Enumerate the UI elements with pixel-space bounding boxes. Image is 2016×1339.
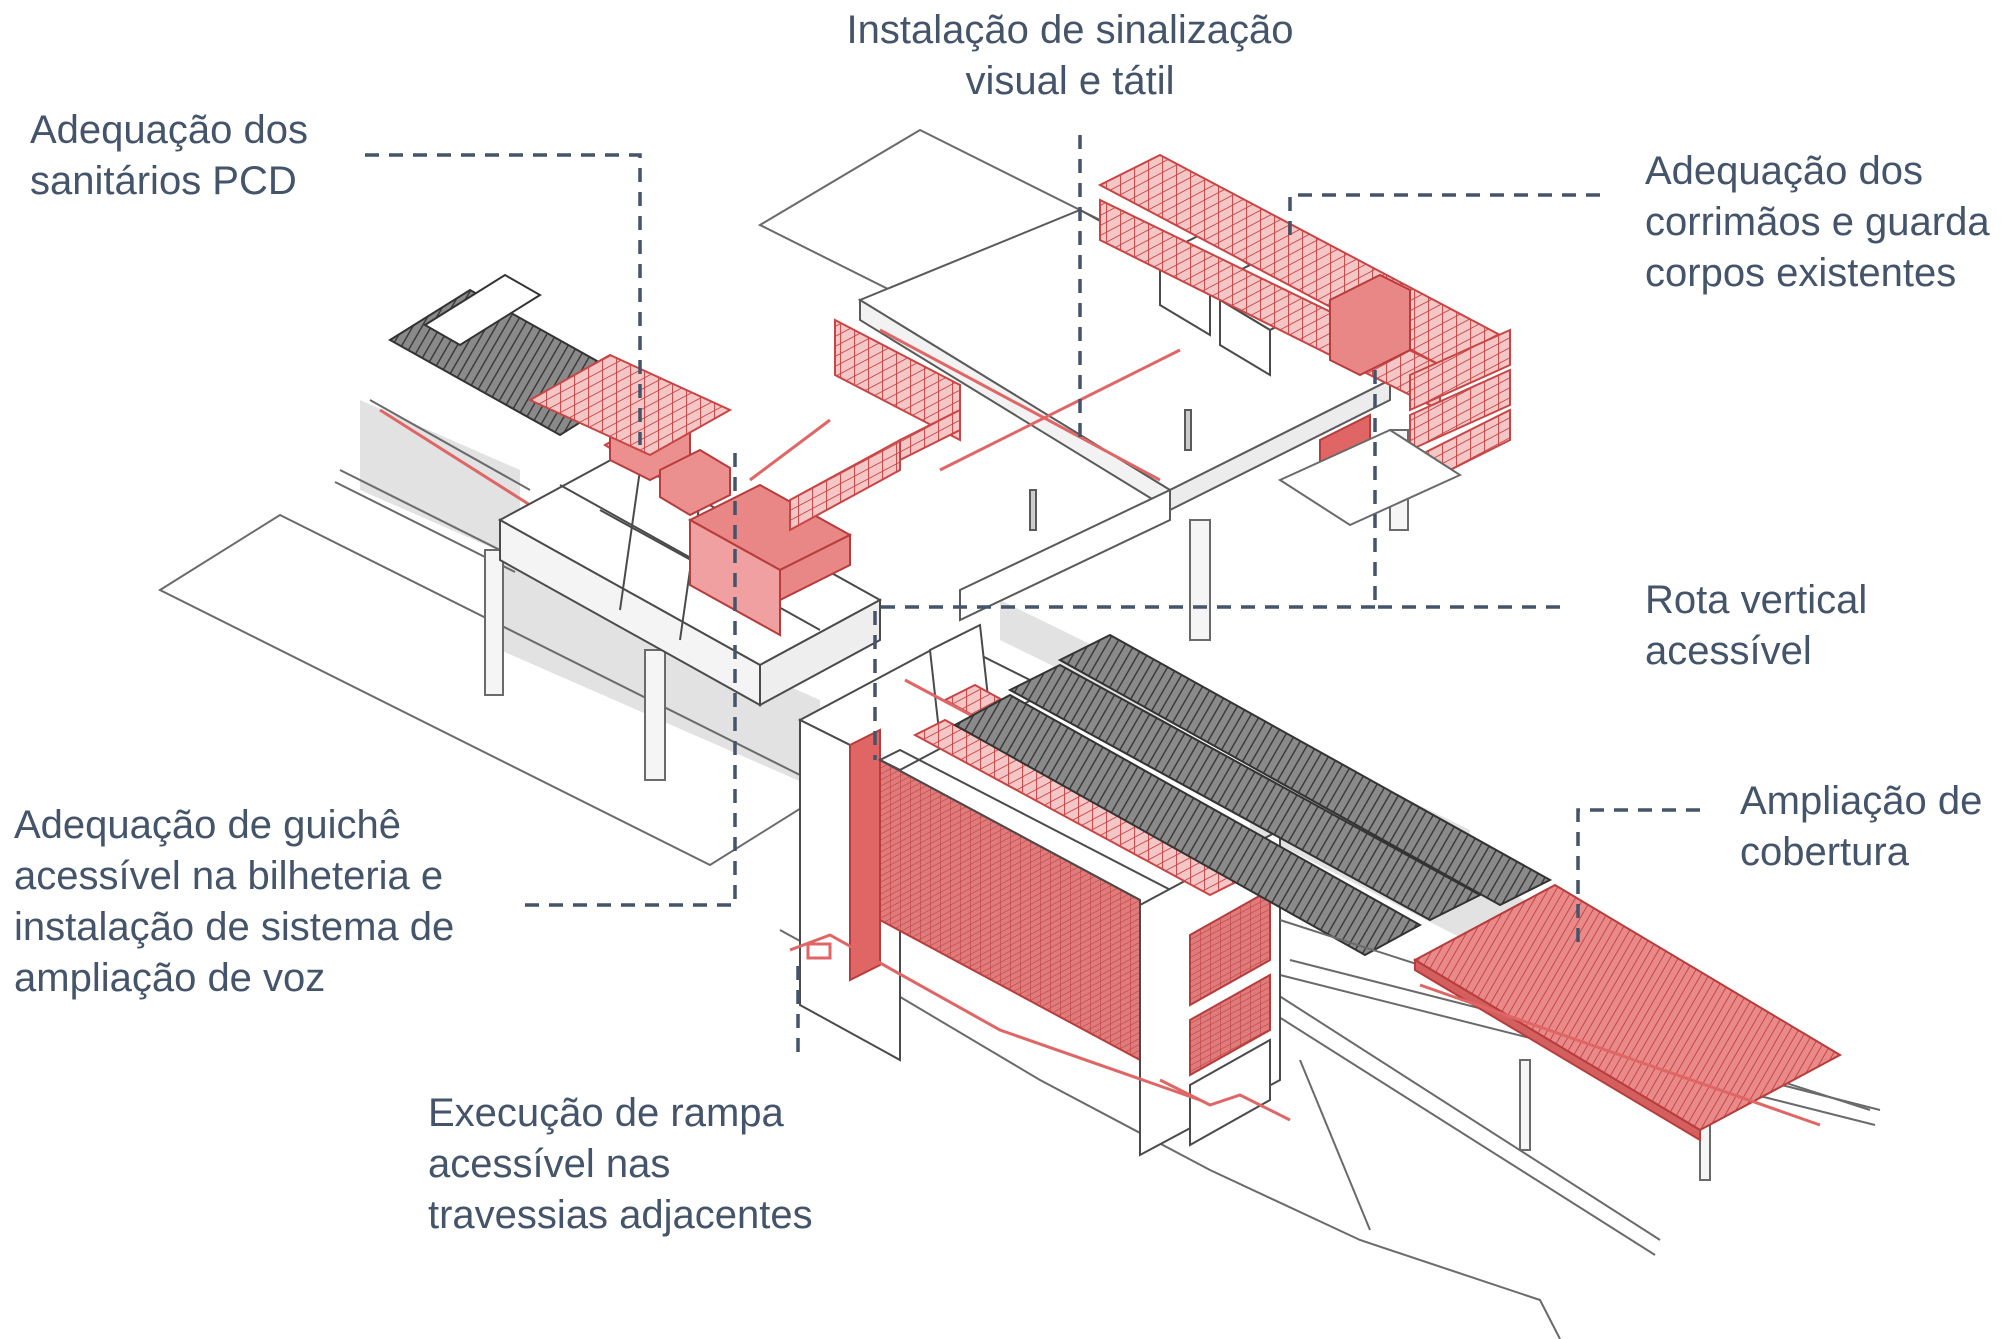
annotation-roof-extension: Ampliação de cobertura (1740, 779, 1983, 874)
central-concourse (857, 208, 1393, 622)
leader-ticket-booth (525, 445, 737, 907)
station-building (497, 353, 883, 707)
ramp-red-lines (789, 933, 1291, 1122)
leader-lines (365, 135, 1700, 1052)
right-stair-block (1097, 153, 1511, 527)
annotation-ticket-booth: Adequação de guichê acessível na bilhete… (14, 803, 455, 1000)
roof-extension-red (1412, 883, 1843, 1142)
annotation-restrooms: Adequação dos sanitários PCD (30, 108, 309, 203)
leader-vertical-route-branch (873, 605, 1375, 760)
annotation-vertical-route: Rota vertical acessível (1645, 578, 1868, 673)
leader-roof-extension (1576, 808, 1700, 950)
annotation-ramp: Execução de rampa acessível nas travessi… (428, 1091, 813, 1237)
leader-restrooms (365, 153, 642, 445)
left-stair-railings (789, 318, 961, 532)
leader-handrails (1288, 193, 1600, 245)
leader-vertical-route (1373, 360, 1560, 609)
entrance-tower (797, 623, 1281, 1157)
annotation-signage: Instalação de sinalização visual e tátil (846, 8, 1294, 103)
annotation-handrails: Adequação dos corrimãos e guarda corpos … (1645, 149, 1990, 295)
